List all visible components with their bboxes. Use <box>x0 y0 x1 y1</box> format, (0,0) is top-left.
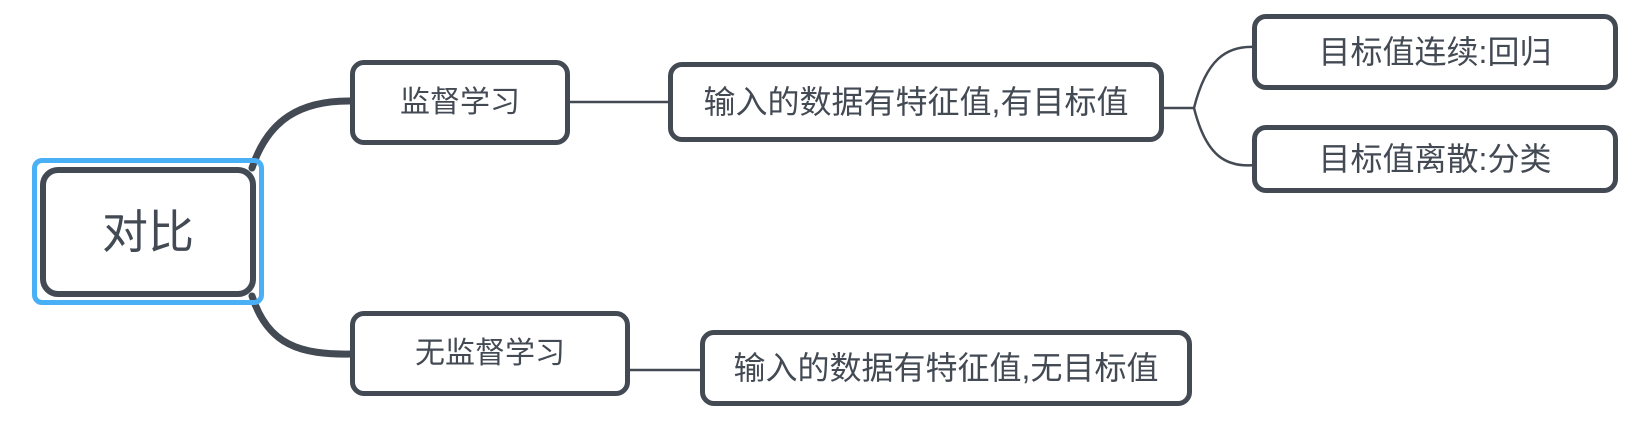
node-unsupervised-description[interactable]: 输入的数据有特征值,无目标值 <box>700 330 1192 406</box>
node-root-label: 对比 <box>102 206 194 258</box>
edge-root-to-supervised <box>248 97 356 172</box>
edge-root-to-unsupervised <box>248 292 356 358</box>
node-regression-label: 目标值连续:回归 <box>1318 34 1552 70</box>
node-classification-label: 目标值离散:分类 <box>1318 141 1552 177</box>
node-unsupervised-description-label: 输入的数据有特征值,无目标值 <box>733 350 1159 386</box>
node-unsupervised-learning[interactable]: 无监督学习 <box>350 311 630 396</box>
edge-desc-to-classification <box>1192 107 1257 167</box>
node-root[interactable]: 对比 <box>40 167 256 297</box>
node-supervised-description[interactable]: 输入的数据有特征值,有目标值 <box>668 62 1164 142</box>
node-supervised-description-label: 输入的数据有特征值,有目标值 <box>703 84 1129 120</box>
node-supervised-learning-label: 监督学习 <box>400 85 520 119</box>
node-unsupervised-learning-label: 无监督学习 <box>415 336 565 370</box>
node-regression[interactable]: 目标值连续:回归 <box>1252 14 1618 90</box>
node-classification[interactable]: 目标值离散:分类 <box>1252 125 1618 193</box>
edge-desc-to-regression <box>1192 45 1257 109</box>
node-supervised-learning[interactable]: 监督学习 <box>350 60 570 145</box>
